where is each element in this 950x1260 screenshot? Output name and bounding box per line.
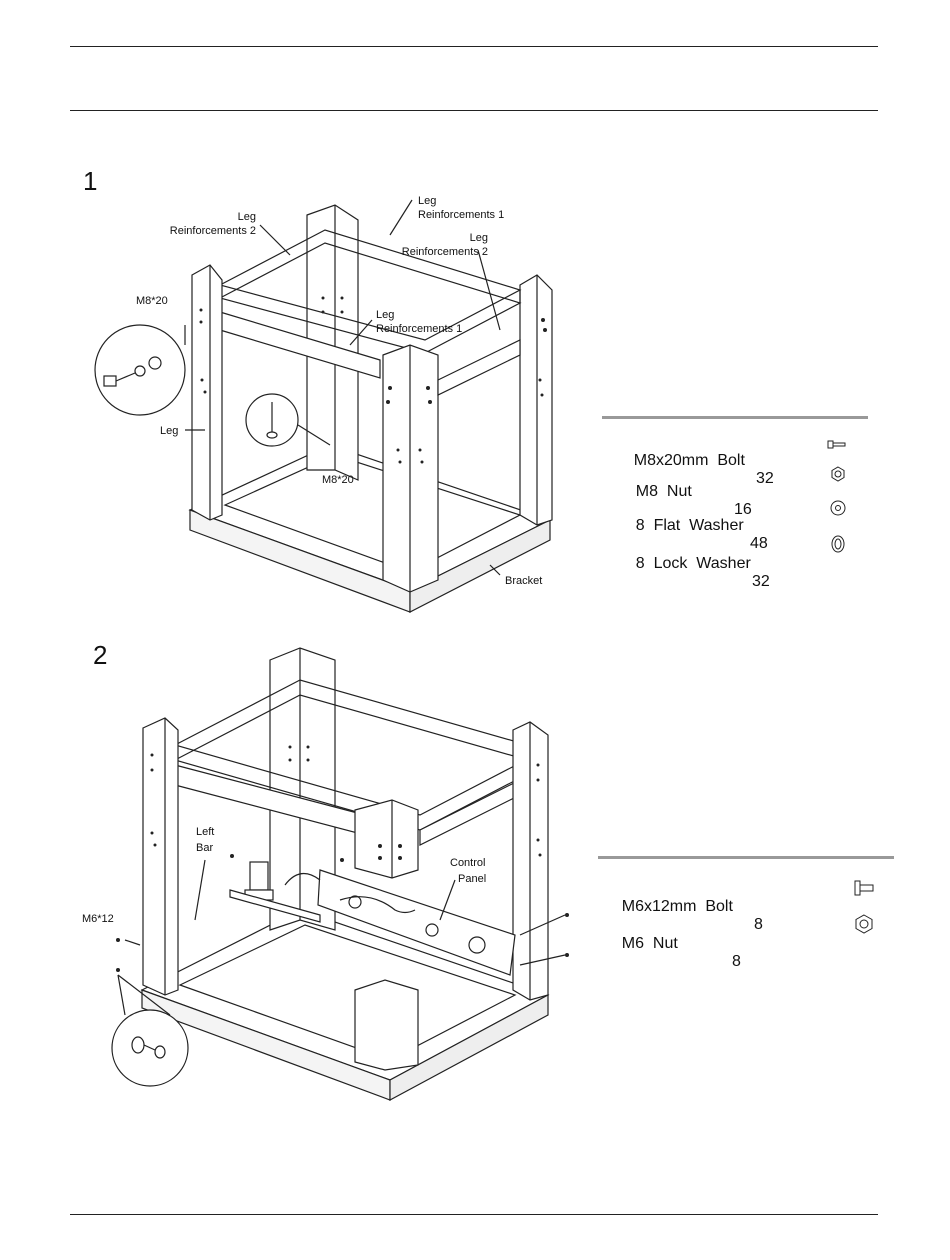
hardware-name: 8 Flat Washer	[635, 517, 744, 534]
label-leg-reinforcements-1-a-line1: Leg	[418, 195, 436, 207]
label-leg-reinforcements-2-a-line2: Reinforcements 2	[170, 225, 256, 237]
hardware-qty: 48	[750, 535, 768, 552]
hardware-qty: 8	[754, 916, 763, 933]
hardware-item: 8 Lock Washer 32	[618, 537, 770, 609]
flat-washer-icon	[830, 500, 846, 516]
header-rule-bottom	[70, 110, 878, 111]
header-rule-top	[70, 46, 878, 47]
nut-icon	[831, 466, 845, 482]
step-1-number: 1	[83, 166, 98, 196]
label-m8-20-a: M8*20	[136, 295, 168, 307]
hardware-name: M8x20mm Bolt	[633, 452, 745, 469]
label-left-bar-line2: Bar	[196, 842, 213, 854]
label-leg: Leg	[160, 425, 178, 437]
hardware-name: M8 Nut	[635, 483, 692, 500]
label-bracket: Bracket	[505, 575, 542, 587]
hardware-qty: 32	[756, 470, 774, 487]
hardware-name: M6x12mm Bolt	[621, 898, 733, 915]
hardware-qty: 32	[752, 573, 770, 590]
label-control-panel-line2: Panel	[458, 873, 486, 885]
hardware-list-1-rule	[602, 416, 868, 419]
bolt-icon	[827, 440, 846, 449]
label-leg-reinforcements-2-b-line1: Leg	[470, 232, 488, 244]
label-leg-reinforcements-1-b-line2: Reinforcements 1	[376, 323, 462, 335]
hardware-item: M8x20mm Bolt 32	[616, 434, 774, 506]
hardware-name: M6 Nut	[621, 935, 678, 952]
hardware-name: 8 Lock Washer	[635, 555, 751, 572]
hardware-item: 8 Flat Washer 48	[618, 499, 768, 571]
footer-rule	[70, 1214, 878, 1215]
hardware-item: M6 Nut 8	[604, 917, 741, 989]
label-m6-12: M6*12	[82, 913, 114, 925]
hardware-qty: 8	[732, 953, 741, 970]
label-m8-20-b: M8*20	[322, 474, 354, 486]
hardware-item: M6x12mm Bolt 8	[604, 880, 763, 952]
label-leg-reinforcements-1-a-line2: Reinforcements 1	[418, 209, 504, 221]
label-leg-reinforcements-2-a-line1: Leg	[238, 211, 256, 223]
bolt-icon	[854, 880, 874, 896]
label-left-bar-line1: Left	[196, 826, 214, 838]
hex-nut-icon	[855, 914, 873, 934]
hardware-qty: 16	[734, 501, 752, 518]
hardware-item: M8 Nut 16	[618, 465, 752, 537]
label-leg-reinforcements-1-b-line1: Leg	[376, 309, 394, 321]
lock-washer-icon	[831, 535, 845, 553]
hardware-list-2-rule	[598, 856, 894, 859]
step-2-number: 2	[93, 640, 108, 670]
label-leg-reinforcements-2-b-line2: Reinforcements 2	[402, 246, 488, 258]
label-control-panel-line1: Control	[450, 857, 485, 869]
